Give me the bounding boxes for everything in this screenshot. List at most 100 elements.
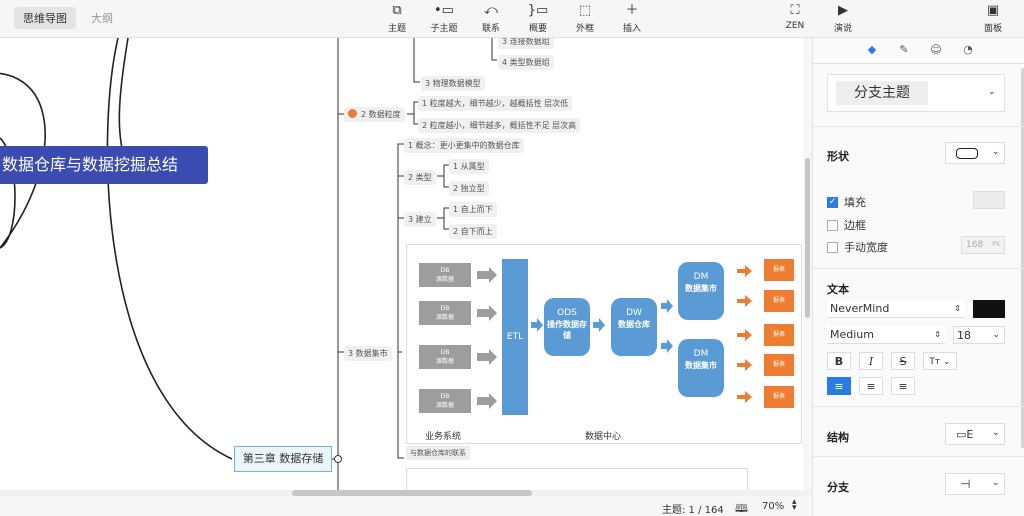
relation-button[interactable]: ⤺ 联系 bbox=[469, 3, 513, 34]
font-family-select[interactable]: NeverMind ⇕ bbox=[827, 300, 965, 318]
topic-count: 主题: 1 / 164 bbox=[662, 505, 724, 516]
chevron-down-icon: ⌄ bbox=[992, 428, 1000, 438]
emoji-tab-icon[interactable]: ☺ bbox=[930, 43, 942, 56]
manual-width-unit: PX bbox=[992, 241, 1000, 248]
node-concept[interactable]: 1 概念：更小更集中的数据仓库 bbox=[404, 138, 524, 153]
panel-scrollbar[interactable] bbox=[1021, 68, 1024, 448]
align-center-button[interactable]: ≡ bbox=[859, 377, 883, 395]
map-icon[interactable]: 🕮 bbox=[735, 502, 748, 515]
fill-checkbox[interactable]: ✓ bbox=[827, 196, 838, 208]
node-data-group4[interactable]: 4 类型数据组 bbox=[498, 55, 554, 70]
fill-checkbox-row[interactable]: ✓ 填充 bbox=[827, 194, 866, 210]
topic-button[interactable]: ⧉ 主题 bbox=[375, 3, 419, 34]
zoom-level[interactable]: 70% bbox=[762, 501, 785, 512]
manual-width-checkbox[interactable] bbox=[827, 241, 838, 253]
bold-button[interactable]: B bbox=[827, 352, 851, 370]
text-title: 文本 bbox=[827, 283, 849, 296]
shape-select[interactable]: ⌄ bbox=[945, 142, 1005, 164]
summary-button[interactable]: }▭ 概要 bbox=[516, 3, 560, 34]
node-granularity-1[interactable]: 1 粒度越大，细节越少，越概括性 层次低 bbox=[418, 96, 573, 111]
node-data-group3[interactable]: 3 连接数据组 bbox=[498, 38, 554, 49]
fill-color-swatch[interactable] bbox=[973, 191, 1005, 209]
node-build-1[interactable]: 1 自上而下 bbox=[449, 202, 497, 217]
node-physical-model[interactable]: 3 物理数据模型 bbox=[421, 76, 485, 91]
node-granularity[interactable]: 2 数据粒度 bbox=[344, 107, 405, 122]
node-type-2[interactable]: 2 独立型 bbox=[449, 181, 489, 196]
topic-label: 主题 bbox=[387, 24, 406, 34]
manual-width-input[interactable]: PX 168 bbox=[961, 236, 1005, 254]
branch-theme-label: 分支主题 bbox=[836, 81, 928, 105]
view-tabs: 思维导图 大纲 bbox=[14, 7, 122, 29]
vertical-scroll-thumb[interactable] bbox=[805, 158, 810, 318]
status-bar: 主题: 1 / 164 🕮 70% ▴▾ bbox=[0, 496, 812, 516]
tab-outline[interactable]: 大纲 bbox=[91, 12, 113, 25]
text-case-button[interactable]: Tт ⌄ bbox=[923, 352, 957, 370]
zen-button[interactable]: ⛶ ZEN bbox=[773, 3, 817, 31]
vertical-scrollbar[interactable] bbox=[803, 38, 812, 490]
panel-button[interactable]: ▣ 面板 bbox=[971, 3, 1015, 34]
node-type[interactable]: 2 类型 bbox=[404, 170, 436, 185]
insert-button[interactable]: ＋ 插入 bbox=[610, 3, 654, 34]
structure-title: 结构 bbox=[827, 431, 849, 444]
summary-label: 概要 bbox=[528, 24, 547, 34]
border-checkbox[interactable] bbox=[827, 219, 838, 231]
node-build-2[interactable]: 2 自下而上 bbox=[449, 224, 497, 239]
node-relation[interactable]: 与数据仓库的联系 bbox=[406, 446, 470, 460]
present-button[interactable]: ▶ 演说 bbox=[821, 3, 865, 34]
font-size-select[interactable]: 18 ⌄ bbox=[953, 326, 1005, 344]
flag-icon bbox=[348, 109, 357, 118]
root-topic[interactable]: 数据仓库与数据挖掘总结 bbox=[0, 146, 208, 184]
font-weight-select[interactable]: Medium ⇕ bbox=[827, 326, 945, 344]
connector-lines bbox=[0, 38, 497, 490]
style-tab-icon[interactable]: ◆ bbox=[867, 43, 877, 56]
plus-icon: ＋ bbox=[625, 3, 639, 18]
mindmap-canvas[interactable]: 数据仓库与数据挖掘总结 3 连接数据组 4 类型数据组 3 物理数据模型 2 数… bbox=[0, 38, 812, 490]
shape-title: 形状 bbox=[827, 150, 849, 163]
font-family-value: NeverMind bbox=[830, 302, 890, 315]
report-box: 报表 bbox=[764, 354, 794, 376]
panel-label: 面板 bbox=[983, 24, 1002, 34]
chapter-topic[interactable]: 第三章 数据存储 bbox=[234, 446, 332, 472]
text-color-swatch[interactable] bbox=[973, 300, 1005, 318]
border-checkbox-row[interactable]: 边框 bbox=[827, 217, 866, 233]
subtopic-button[interactable]: •▭ 子主题 bbox=[422, 3, 466, 34]
node-granularity-2[interactable]: 2 粒度越小，细节越多，概括性不足 层次高 bbox=[418, 118, 581, 133]
branch-select[interactable]: ⊣ ⌄ bbox=[945, 473, 1005, 495]
insert-label: 插入 bbox=[622, 24, 641, 34]
node-build[interactable]: 3 建立 bbox=[404, 212, 436, 227]
diagram-arrows bbox=[477, 265, 752, 409]
theme-tab-icon[interactable]: ◔ bbox=[963, 43, 973, 56]
fullscreen-icon: ⛶ bbox=[790, 3, 800, 18]
chevron-down-icon: ⌄ bbox=[992, 147, 1000, 157]
caption-center: 数据中心 bbox=[585, 432, 622, 442]
manual-width-row[interactable]: 手动宽度 bbox=[827, 239, 888, 255]
align-left-button[interactable]: ≡ bbox=[827, 377, 851, 395]
align-right-button[interactable]: ≡ bbox=[891, 377, 915, 395]
chevron-down-icon: ⌄ bbox=[988, 87, 996, 97]
tab-mindmap[interactable]: 思维导图 bbox=[14, 7, 76, 29]
topic-icon: ⧉ bbox=[392, 3, 402, 18]
node-datamart[interactable]: 3 数据集市 bbox=[344, 346, 392, 361]
italic-button[interactable]: I bbox=[859, 352, 883, 370]
boundary-button[interactable]: ⬚ 外框 bbox=[563, 3, 607, 34]
structure-select[interactable]: ▭Ε ⌄ bbox=[945, 423, 1005, 445]
horizontal-scrollbar[interactable] bbox=[0, 490, 812, 496]
note-tab-icon[interactable]: ✎ bbox=[899, 43, 909, 56]
zoom-stepper-icon[interactable]: ▴▾ bbox=[792, 497, 797, 513]
horizontal-scroll-thumb[interactable] bbox=[292, 490, 532, 496]
divider bbox=[813, 406, 1024, 407]
branch-theme-select[interactable]: 分支主题 ⌄ bbox=[827, 74, 1005, 112]
node-type-1[interactable]: 1 从属型 bbox=[449, 159, 489, 174]
strikethrough-button[interactable]: S bbox=[891, 352, 915, 370]
fill-label: 填充 bbox=[844, 196, 866, 209]
subtopic-icon: •▭ bbox=[434, 3, 454, 18]
